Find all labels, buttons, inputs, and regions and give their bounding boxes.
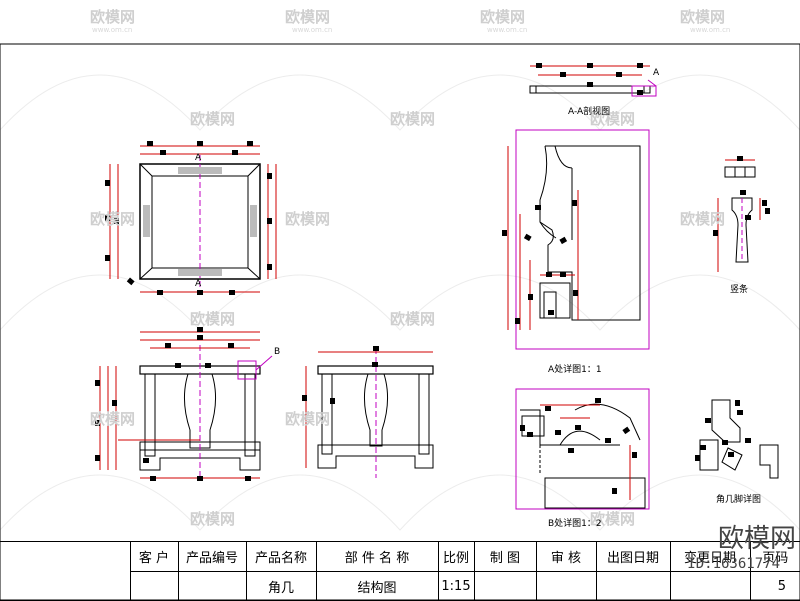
aa-section-view bbox=[529, 63, 657, 97]
corner-leg-view bbox=[695, 399, 779, 479]
change-date-header: 变更日期 bbox=[669, 541, 751, 572]
customer-header: 客 户 bbox=[129, 541, 179, 572]
sheet-frame bbox=[0, 43, 800, 600]
part-name-value: 结构图 bbox=[315, 571, 439, 601]
detail-a-title: A处详图1：1 bbox=[548, 365, 602, 375]
section-a-bottom-label: A bbox=[195, 279, 202, 289]
customer-value bbox=[129, 571, 179, 601]
page-header: 页码 bbox=[749, 541, 800, 572]
title-block: 客 户 产品编号 产品名称 部 件 名 称 比例 制 图 审 核 出图日期 变更… bbox=[0, 541, 800, 601]
change-date-value bbox=[669, 571, 751, 601]
watermark: 欧模网 bbox=[480, 8, 526, 26]
watermark-arcs bbox=[0, 74, 800, 531]
section-a-top-label: A bbox=[195, 153, 202, 163]
side-view bbox=[302, 346, 434, 478]
watermark: 欧模网 bbox=[90, 210, 136, 228]
callout-a-label: A bbox=[653, 68, 660, 78]
watermark-site: www.om.cn bbox=[292, 26, 333, 34]
checked-by-value bbox=[535, 571, 597, 601]
watermark: 欧模网 bbox=[590, 110, 636, 128]
watermark: 欧模网 bbox=[285, 210, 331, 228]
watermark: 欧模网 bbox=[190, 110, 236, 128]
watermark: 欧模网 bbox=[680, 8, 726, 26]
vertical-bar-view bbox=[713, 156, 770, 272]
watermark-site: www.om.cn bbox=[487, 26, 528, 34]
watermark: 欧模网 bbox=[680, 210, 726, 228]
watermark: 欧模网 bbox=[90, 8, 136, 26]
watermark: 欧模网 bbox=[285, 8, 331, 26]
checked-by-header: 审 核 bbox=[535, 541, 597, 572]
watermark: 欧模网 bbox=[390, 310, 436, 328]
scale-value: 1:15 bbox=[437, 571, 475, 601]
watermark: 欧模网 bbox=[90, 410, 136, 428]
brand-logo: 欧模网 bbox=[717, 524, 796, 554]
top-view bbox=[105, 141, 277, 295]
corner-leg-title: 角几脚详图 bbox=[716, 495, 762, 505]
watermark: 欧模网 bbox=[190, 510, 236, 528]
watermark-site: www.om.cn bbox=[690, 26, 731, 34]
page-value: 5 bbox=[749, 571, 800, 601]
scale-header: 比例 bbox=[437, 541, 475, 572]
watermark: 欧模网 bbox=[390, 110, 436, 128]
watermark-site: www.om.cn bbox=[92, 26, 133, 34]
drawn-by-value bbox=[473, 571, 537, 601]
brand-id: ID:16361774 bbox=[687, 556, 780, 572]
watermark: 欧模网 bbox=[285, 410, 331, 428]
callout-b-label: B bbox=[274, 347, 281, 357]
detail-a-view bbox=[502, 129, 650, 350]
title-block-blank bbox=[0, 541, 131, 601]
issue-date-value bbox=[595, 571, 671, 601]
part-name-header: 部 件 名 称 bbox=[315, 541, 439, 572]
vertical-bar-title: 竖条 bbox=[730, 285, 749, 295]
product-no-header: 产品编号 bbox=[177, 541, 247, 572]
drawn-by-header: 制 图 bbox=[473, 541, 537, 572]
watermark: 欧模网 bbox=[590, 510, 636, 528]
product-no-value bbox=[177, 571, 247, 601]
watermark: 欧模网 bbox=[190, 310, 236, 328]
aa-section-title: A-A剖视图 bbox=[568, 107, 611, 117]
product-name-value: 角几 bbox=[245, 571, 317, 601]
product-name-header: 产品名称 bbox=[245, 541, 317, 572]
detail-b-title: B处详图1：2 bbox=[548, 519, 602, 529]
issue-date-header: 出图日期 bbox=[595, 541, 671, 572]
front-view bbox=[95, 327, 273, 481]
detail-b-view bbox=[515, 388, 650, 510]
